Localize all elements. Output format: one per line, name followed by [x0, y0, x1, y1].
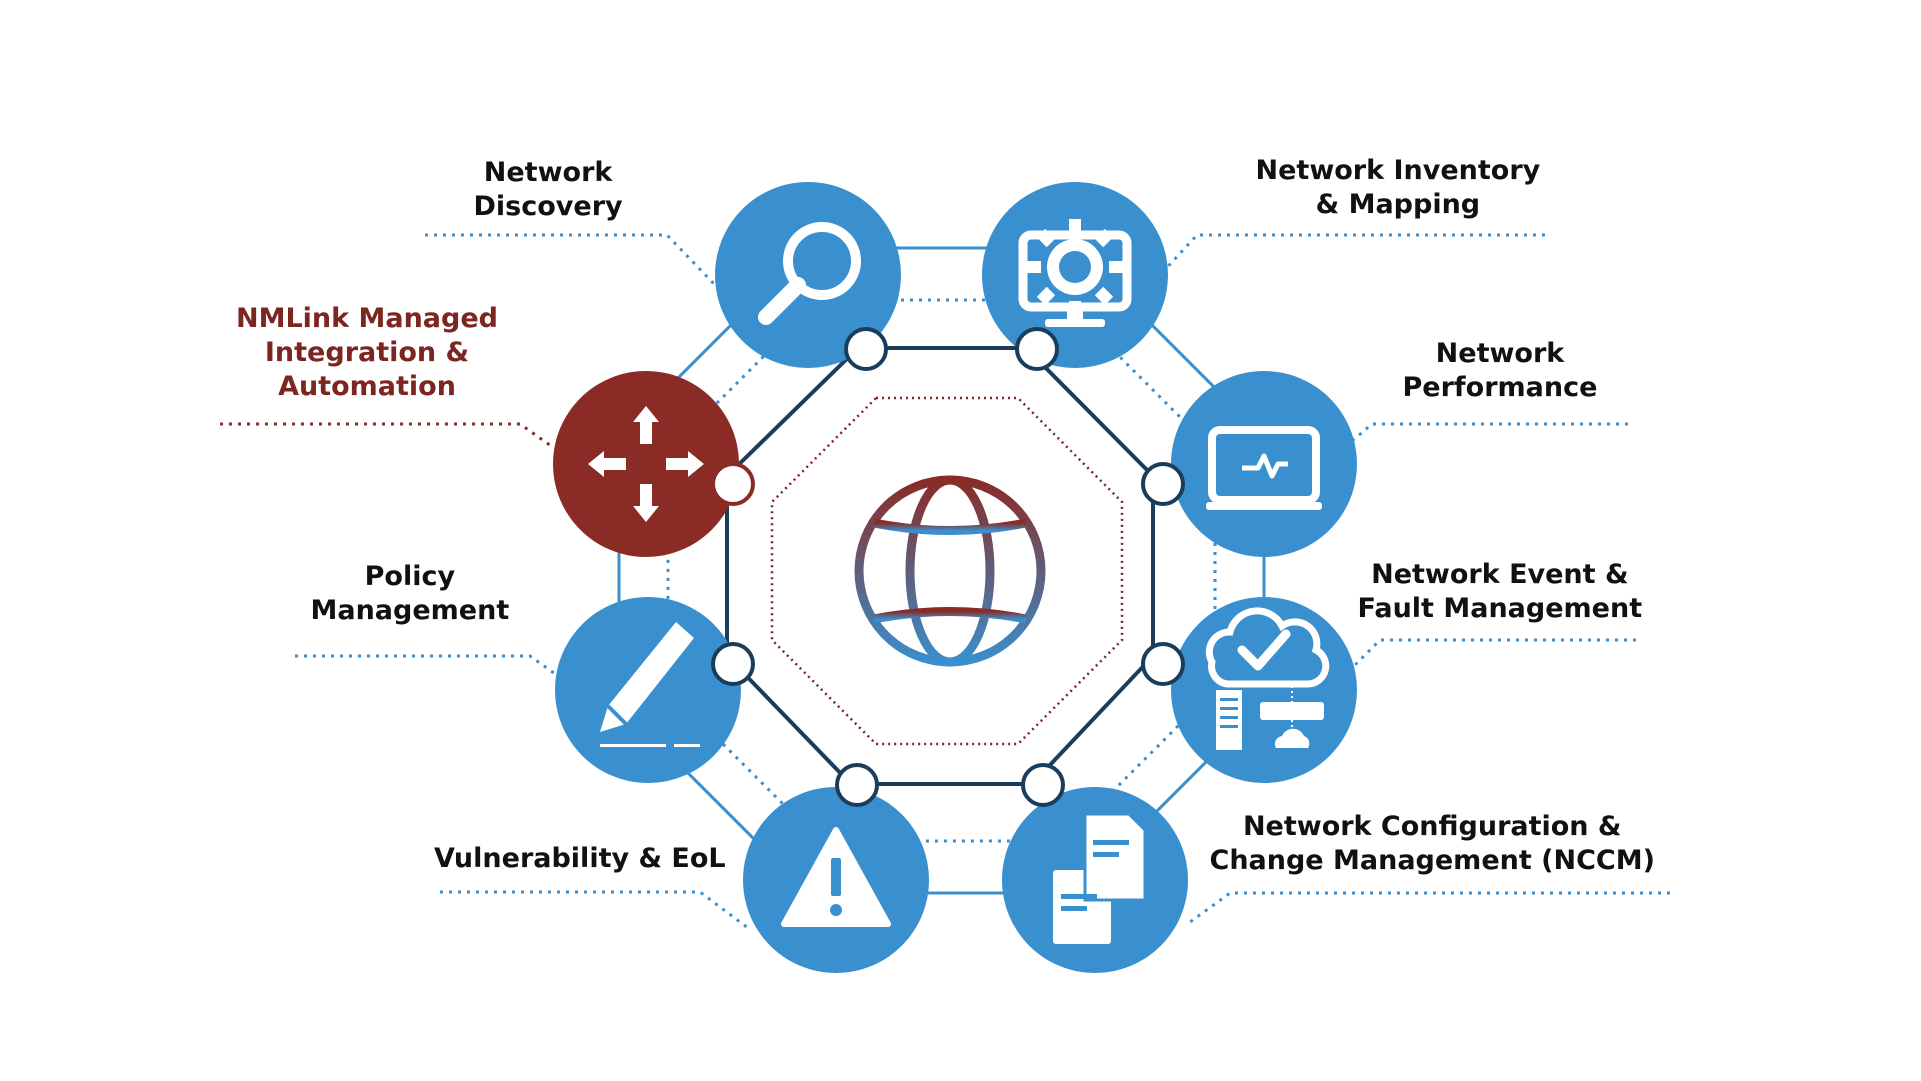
globe-icon [854, 475, 1046, 667]
pencil-icon [600, 622, 700, 747]
event-node[interactable] [1171, 597, 1357, 783]
monitor-gear-icon [1018, 219, 1132, 327]
move-arrows-icon [588, 406, 704, 522]
laptop-pulse-icon [1206, 426, 1322, 510]
nccm-label-line: Change Management (NCCM) [1209, 845, 1655, 876]
nmlink-leader-line [220, 422, 555, 450]
connector-node [1141, 642, 1185, 686]
performance-label-line: Performance [1402, 372, 1598, 403]
discovery-node[interactable] [715, 182, 901, 368]
inventory-node[interactable] [982, 182, 1168, 368]
discovery-label-line: Discovery [473, 191, 623, 222]
event-label-line: Network Event & [1371, 559, 1629, 590]
policy-leader-line [295, 654, 559, 678]
performance-node-circle [1171, 371, 1357, 557]
connector-node [711, 462, 755, 506]
event-label: Network Event &Fault Management [1358, 558, 1643, 626]
cloud-server-check-icon [1205, 607, 1330, 750]
performance-node[interactable] [1171, 371, 1357, 557]
connector-node [1021, 763, 1065, 807]
nmlink-label-line: NMLink Managed [236, 303, 498, 334]
frame-octagon [725, 346, 1155, 786]
inventory-label: Network Inventory& Mapping [1256, 154, 1541, 222]
performance-label-line: Network [1435, 338, 1565, 369]
nccm-label-line: Network Configuration & [1242, 811, 1622, 842]
discovery-label-line: Network [483, 157, 613, 188]
warning-icon [781, 827, 891, 927]
policy-label-line: Policy [364, 561, 456, 592]
connector-node [835, 763, 879, 807]
connector-node [1015, 327, 1059, 371]
event-label-line: Fault Management [1357, 593, 1643, 624]
performance-leader-line [1345, 422, 1628, 448]
connector-node [1141, 462, 1185, 506]
connector-node [711, 642, 755, 686]
connector-node [844, 327, 888, 371]
vulnerability-label: Vulnerability & EoL [434, 842, 726, 876]
event-node-circle [1171, 597, 1357, 783]
event-leader-line [1346, 638, 1636, 674]
nccm-node[interactable] [1002, 787, 1188, 973]
inventory-label-line: Network Inventory [1255, 155, 1541, 186]
policy-label-line: Management [310, 595, 510, 626]
discovery-leader-line [425, 233, 718, 288]
nccm-label: Network Configuration &Change Management… [1210, 810, 1655, 878]
nmlink-label-line: Integration & [264, 337, 470, 368]
inventory-label-line: & Mapping [1315, 189, 1481, 220]
inventory-leader-line [1148, 233, 1545, 288]
policy-node[interactable] [555, 597, 741, 783]
nmlink-node[interactable] [553, 371, 739, 557]
inner-dotted-octagon [770, 396, 1124, 746]
nccm-leader-line [1185, 891, 1670, 927]
search-icon [758, 222, 861, 325]
nmlink-label-line: Automation [278, 371, 456, 402]
nmlink-node-circle [553, 371, 739, 557]
vulnerability-leader-line [440, 890, 749, 930]
vulnerability-label-line: Vulnerability & EoL [434, 843, 726, 874]
vulnerability-node[interactable] [743, 787, 929, 973]
documents-icon [1053, 812, 1147, 944]
